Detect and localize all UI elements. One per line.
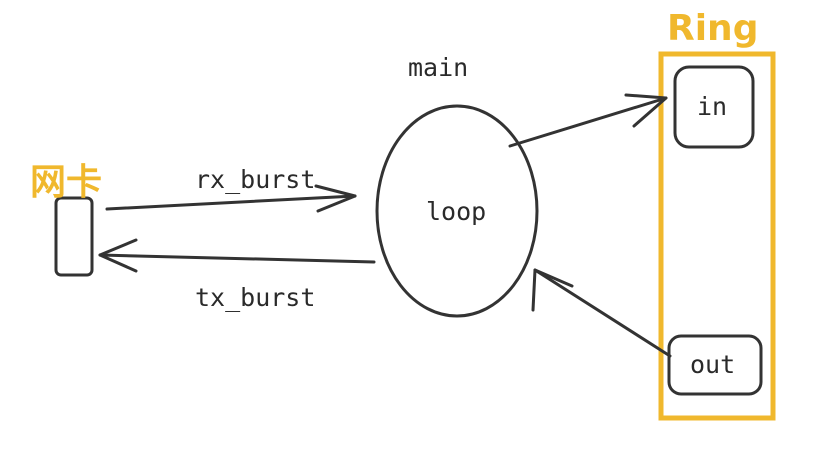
loop-to-in-arrow [508, 93, 668, 148]
rx-burst-label: rx_burst [195, 165, 315, 194]
ring-in-box [673, 65, 755, 149]
ring-in-label: in [697, 92, 727, 121]
nic-box [54, 196, 94, 277]
out-to-loop-arrow [531, 268, 672, 358]
loop-ellipse [375, 104, 539, 318]
loop-label: loop [426, 197, 486, 226]
rx-burst-arrow [105, 184, 357, 213]
main-label: main [408, 53, 468, 82]
ring-label: Ring [667, 8, 758, 49]
ring-out-box [667, 334, 763, 396]
tx-burst-arrow [98, 238, 376, 273]
nic-label: 网卡 [30, 162, 102, 203]
tx-burst-label: tx_burst [195, 283, 315, 312]
ring-container [658, 51, 776, 421]
ring-out-label: out [690, 350, 735, 379]
